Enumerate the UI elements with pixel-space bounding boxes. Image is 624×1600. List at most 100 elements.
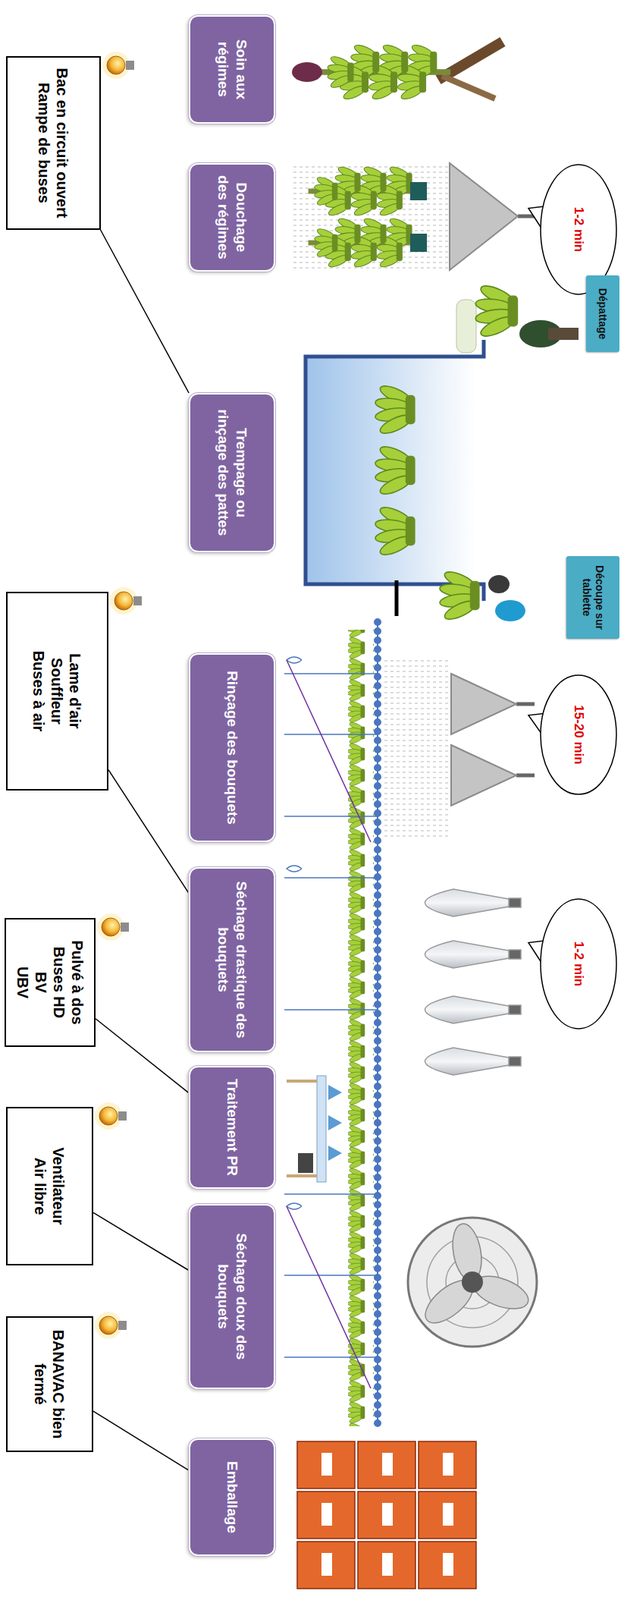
illustration-part: [308, 164, 425, 218]
illustration-part: [297, 1152, 314, 1173]
illustration-part: [94, 1101, 123, 1129]
note-text: Souffleur: [48, 650, 67, 732]
bubble-ellipse: [540, 674, 617, 794]
text-group: Emballage: [222, 1460, 242, 1533]
note-text: BV: [31, 939, 51, 1024]
illustration-part: [451, 673, 517, 734]
bulb-icon: [94, 1101, 127, 1129]
text-group: Douchage des régimes: [213, 170, 251, 264]
air-nozzles: [425, 888, 522, 1075]
illustration-part: [456, 299, 477, 353]
illustration-part: [508, 897, 521, 907]
process-box: Soin aux régimes: [188, 15, 276, 124]
illustration-part: [395, 580, 399, 616]
action-label: Dépattage: [596, 288, 610, 340]
text-group: BANAVAC bien fermé: [31, 1323, 69, 1444]
illustration-part: [284, 733, 378, 735]
illustration-part: [418, 1440, 477, 1488]
cutting-photo: [396, 567, 526, 623]
illustration-part: [106, 56, 126, 75]
time-label: 1-2 min: [570, 206, 587, 253]
illustration-part: [286, 656, 302, 663]
illustration-part: [286, 1078, 317, 1082]
illustration-part: [508, 1004, 521, 1014]
note-text: Ventilateur: [50, 1146, 69, 1224]
carton-stack: [297, 1440, 477, 1588]
illustration-part: [321, 1451, 454, 1575]
text-group: 15-20 min: [570, 704, 587, 764]
text-group: Pulvé à dosBuses HDBVUBV: [13, 939, 87, 1024]
leader-line: [100, 229, 190, 393]
illustration-part: [297, 1440, 355, 1488]
illustration-part: [495, 599, 526, 621]
note-box: VentilateurAir libre: [6, 1106, 94, 1265]
step-label: Emballage: [222, 1460, 242, 1533]
bulb-icon: [94, 1310, 127, 1339]
text-group: Trempage ou rinçage des pattes: [213, 400, 251, 545]
illustration-part: [425, 995, 510, 1023]
illustration-part: [328, 1084, 342, 1100]
note-text: Bac en circuit ouvert: [53, 68, 73, 219]
illustration-part: [382, 1552, 393, 1575]
illustration-part: [516, 702, 535, 706]
illustration-part: [321, 1501, 333, 1525]
illustration-part: [286, 1202, 302, 1209]
step-label: Séchage drastique des bouquets: [213, 874, 251, 1045]
illustration-part: [297, 1490, 355, 1538]
rinse-showers: [382, 655, 535, 838]
illustration-part: [286, 659, 371, 842]
step-label: Traitement PR: [222, 1078, 242, 1176]
text-group: Séchage drastique des bouquets: [213, 874, 251, 1045]
illustration-part: [425, 1047, 510, 1075]
action-tag: Dépattage: [586, 275, 620, 352]
soaking-tank: [305, 339, 484, 601]
process-box: Emballage: [188, 1437, 276, 1556]
illustration-part: [284, 1192, 378, 1195]
illustration-part: [125, 60, 135, 70]
note-text: BANAVAC bien fermé: [31, 1323, 69, 1444]
illustration-part: [114, 591, 133, 610]
illustration-part: [97, 912, 125, 941]
note-text: Rampe de buses: [35, 68, 54, 219]
illustration-part: [316, 1075, 327, 1182]
note-box: Bac en circuit ouvertRampe de buses: [6, 56, 101, 230]
time-label: 15-20 min: [570, 704, 587, 764]
process-box: Douchage des régimes: [188, 163, 276, 272]
illustration-part: [442, 1501, 454, 1525]
text-group: Bac en circuit ouvertRampe de buses: [35, 68, 73, 219]
illustration-part: [99, 1106, 118, 1125]
illustration-part: [284, 1008, 378, 1010]
illustration-part: [508, 1056, 521, 1066]
note-text: Buses HD: [50, 939, 69, 1024]
text-group: Séchage doux des bouquets: [213, 1210, 251, 1381]
illustration-part: [286, 865, 302, 872]
bunch-shower: [290, 163, 546, 270]
illustration-part: [548, 327, 579, 340]
illustration-part: [284, 672, 378, 675]
illustration-part: [320, 42, 451, 102]
illustration-part: [442, 1552, 454, 1575]
illustration-part: [508, 949, 521, 959]
illustration-part: [425, 940, 510, 968]
step-label: Douchage des régimes: [213, 170, 251, 264]
illustration-part: [376, 621, 379, 1426]
dehanding-photo: [456, 282, 579, 353]
illustration-part: [382, 1451, 393, 1475]
illustration-part: [418, 1540, 477, 1588]
note-box: Lame d'airSouffleurBuses à air: [6, 591, 109, 791]
illustration-part: [418, 1490, 477, 1538]
illustration-part: [410, 181, 427, 201]
illustration-part: [449, 163, 518, 270]
illustration-part: [321, 1451, 333, 1475]
illustration-part: [109, 586, 138, 615]
illustration-part: [407, 1216, 537, 1346]
illustration-part: [357, 1440, 416, 1488]
illustration-part: [297, 1540, 355, 1588]
process-box: Traitement PR: [188, 1065, 276, 1189]
illustration-part: [321, 1552, 333, 1575]
text-group: Découpe sur tablette: [580, 560, 606, 634]
text-group: 1-2 min: [570, 206, 587, 253]
bubble-ellipse: [540, 898, 617, 1029]
